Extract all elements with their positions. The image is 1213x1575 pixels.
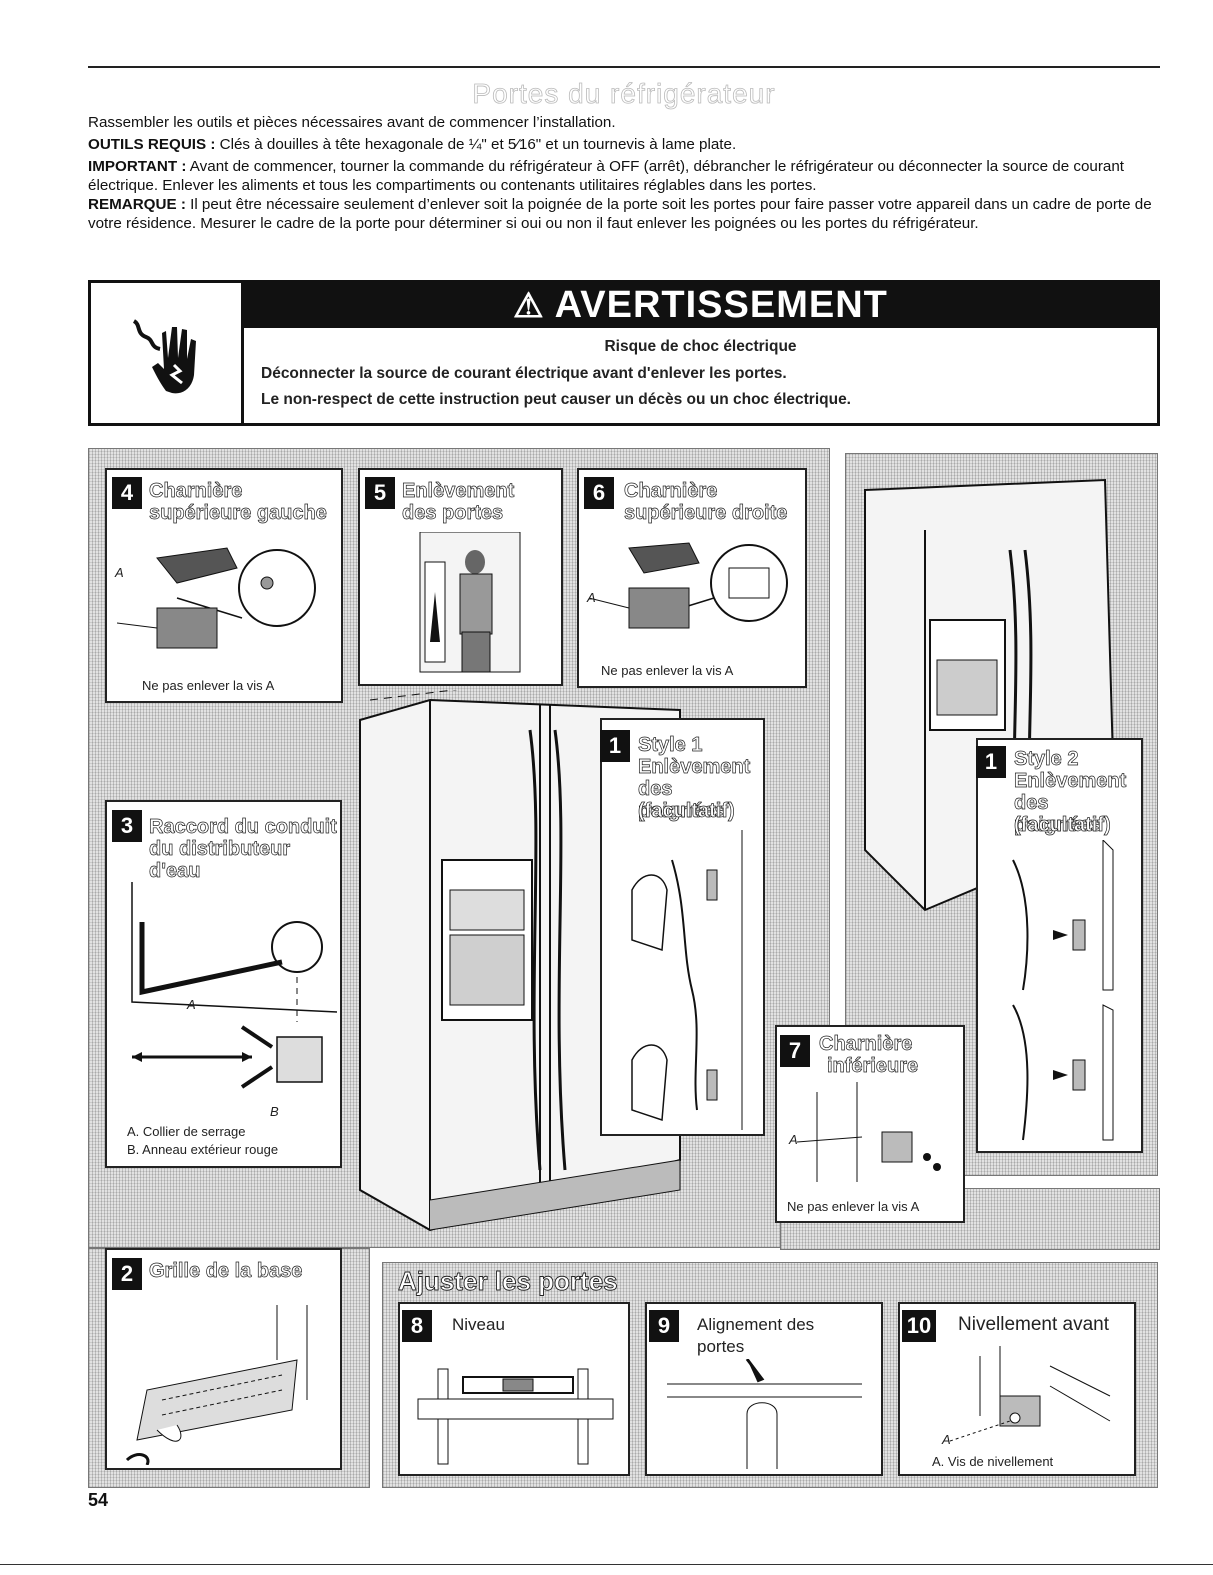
step-title-line2: des portes <box>402 502 504 525</box>
step-title-line1: Enlèvement <box>402 480 515 503</box>
step-2-base-grille: 2 Grille de la base <box>105 1248 342 1470</box>
label-a: A <box>789 1132 798 1147</box>
tools-paragraph: OUTILS REQUIS : Clés à douilles à tête h… <box>88 135 1163 154</box>
step-number: 8 <box>402 1310 432 1342</box>
step-title-line2: supérieure droite <box>624 502 788 525</box>
step-number: 7 <box>780 1035 810 1067</box>
step-6-top-right-hinge: 6 Charnière supérieure droite A Ne pas e… <box>577 468 807 688</box>
base-grille-figure <box>125 1305 308 1465</box>
step-title-line1: Charnière <box>624 480 718 503</box>
alignment-figure <box>667 1359 862 1469</box>
step-title-line1: Niveau <box>452 1315 505 1334</box>
water-line-figure <box>131 882 337 1089</box>
intro-text: Rassembler les outils et pièces nécessai… <box>88 113 1163 236</box>
step-number: 6 <box>584 477 614 509</box>
warning-subtitle: Risque de choc électrique <box>604 338 797 355</box>
step-8-level: 8 Niveau <box>398 1302 630 1476</box>
step-title-line1: Charnière <box>149 480 243 503</box>
step-caption: Ne pas enlever la vis A <box>787 1199 920 1214</box>
step-title-line4: (facultatif) <box>1014 814 1111 837</box>
step-7-bottom-hinge: 7 Charnière inférieure A Ne pas enlever … <box>775 1025 965 1223</box>
step-title-line1: Grille de la base <box>149 1260 303 1283</box>
warning-box: ⚠AVERTISSEMENT Risque de choc électrique… <box>88 280 1160 426</box>
important-text: Avant de commencer, tourner la commande … <box>88 158 1125 194</box>
step-1-style-1-handle-removal: 1 Style 1 Enlèvement des poignées (facul… <box>600 718 765 1136</box>
step-number: 3 <box>112 810 142 842</box>
warning-instruction: Déconnecter la source de courant électri… <box>261 365 787 382</box>
note-label: REMARQUE : <box>88 196 186 213</box>
step-title-line1: Alignement des <box>697 1315 815 1334</box>
hinge-figure <box>797 1082 941 1182</box>
step-3-water-line-connection: 3 Raccord du conduit du distributeur d'e… <box>105 800 342 1168</box>
step-4-top-left-hinge: 4 Charnière supérieure gauche A Ne pas e… <box>105 468 343 703</box>
caption-a: A. Collier de serrage <box>127 1124 246 1139</box>
step-title-line1: Style 1 <box>638 734 703 757</box>
label-a: A <box>587 590 596 605</box>
door-removal-figure <box>419 532 521 673</box>
label-a: A <box>942 1432 951 1447</box>
step-10-front-leveling: 10 Nivellement avant A A. Vis de nivelle… <box>898 1302 1136 1476</box>
step-title-line1: Nivellement avant <box>958 1314 1110 1335</box>
level-figure <box>417 1368 614 1465</box>
warning-header: ⚠AVERTISSEMENT <box>244 283 1157 328</box>
step-title-line2: supérieure gauche <box>149 502 328 525</box>
step-title-line2: du distributeur d'eau <box>149 838 291 883</box>
step-caption: Ne pas enlever la vis A <box>142 678 275 693</box>
warning-triangle-icon: ⚠ <box>513 286 545 325</box>
step-9-door-alignment: 9 Alignement des portes <box>645 1302 883 1476</box>
step-title-line2: inférieure <box>827 1055 919 1078</box>
page-number: 54 <box>88 1490 109 1510</box>
label-a: A <box>187 997 196 1012</box>
adjust-doors-title: Ajuster les portes <box>398 1266 619 1297</box>
leveling-figure <box>949 1346 1111 1442</box>
warning-consequence: Le non-respect de cette instruction peut… <box>261 391 851 408</box>
step-number: 2 <box>112 1258 142 1290</box>
step-number: 9 <box>649 1310 679 1342</box>
step-caption: A. Vis de nivellement <box>932 1454 1054 1469</box>
warning-icon-box <box>91 283 244 423</box>
step-1-style-2-handle-removal: 1 Style 2 Enlèvement des poignées (facul… <box>976 738 1143 1153</box>
step-5-door-removal: 5 Enlèvement des portes <box>358 468 563 686</box>
step-number: 1 <box>600 730 630 762</box>
label-b: B <box>270 1104 279 1119</box>
page-title: Portes du réfrigérateur <box>472 78 776 110</box>
step-title-line2: portes <box>697 1337 745 1356</box>
step-number: 1 <box>976 746 1006 778</box>
electric-shock-hand-icon <box>132 319 196 394</box>
tools-label: OUTILS REQUIS : <box>88 136 216 153</box>
handle-removal-figure <box>1012 840 1114 1141</box>
handle-removal-figure <box>631 830 743 1130</box>
step-title-line2: Enlèvement <box>638 756 751 779</box>
important-paragraph: IMPORTANT : Avant de commencer, tourner … <box>88 157 1163 195</box>
step-title-line3: des poignées <box>638 778 726 823</box>
caption-b: B. Anneau extérieur rouge <box>127 1142 279 1157</box>
step-caption: Ne pas enlever la vis A <box>601 663 734 678</box>
tools-text: Clés à douilles à tête hexagonale de ¼" … <box>215 136 737 153</box>
label-a: A <box>115 565 124 580</box>
step-number: 5 <box>365 477 395 509</box>
step-title-line3: des poignées <box>1014 792 1102 837</box>
step-title-line1: Raccord du conduit <box>149 816 337 839</box>
step-title-line1: Style 2 <box>1014 748 1079 771</box>
important-label: IMPORTANT : <box>88 158 187 175</box>
warning-header-text: AVERTISSEMENT <box>554 284 888 326</box>
top-rule <box>88 66 1160 68</box>
hinge-figure <box>589 542 788 629</box>
step-title-line1: Charnière <box>819 1033 913 1056</box>
note-paragraph: REMARQUE : Il peut être nécessaire seule… <box>88 195 1163 233</box>
step-number: 4 <box>112 477 142 509</box>
hinge-figure <box>117 547 316 649</box>
bottom-rule <box>0 1564 1213 1565</box>
note-text: Il peut être nécessaire seulement d’enle… <box>88 196 1152 232</box>
step-title-line4: (facultatif) <box>638 800 735 823</box>
step-number: 10 <box>902 1310 936 1342</box>
step-title-line2: Enlèvement <box>1014 770 1127 793</box>
intro-line: Rassembler les outils et pièces nécessai… <box>88 114 616 131</box>
